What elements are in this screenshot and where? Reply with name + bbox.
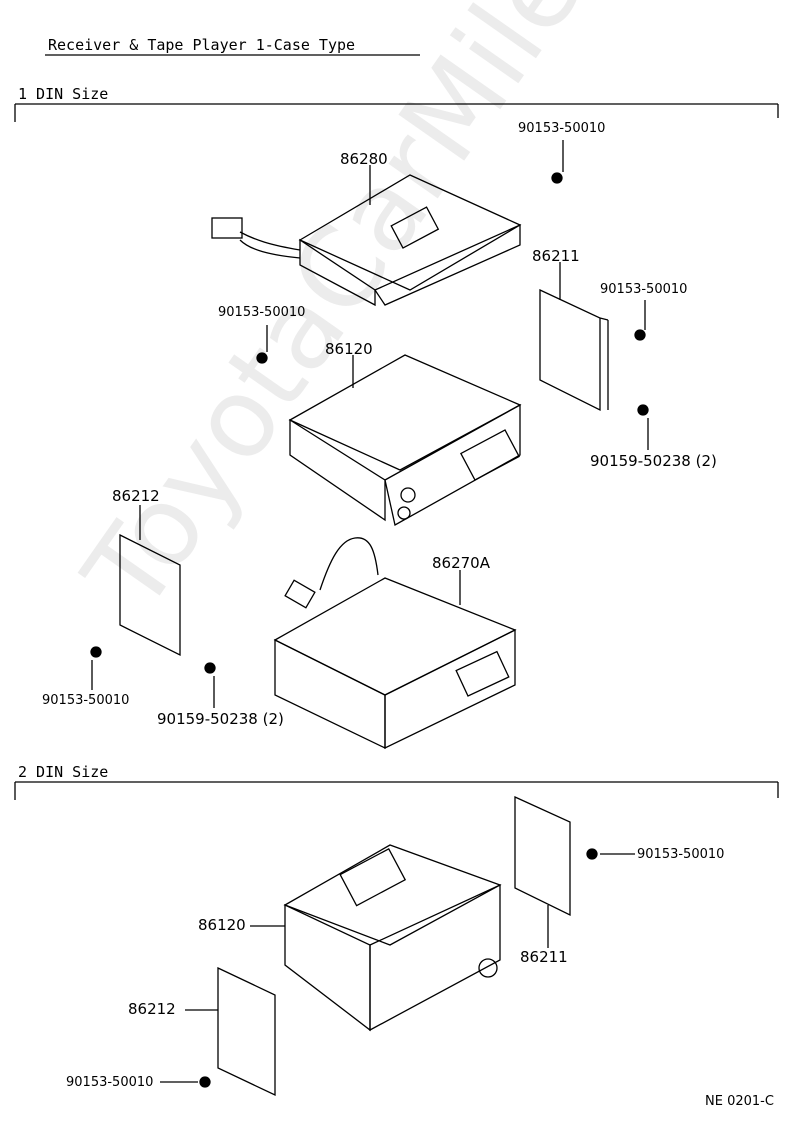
tuner-unit-86120-upper	[288, 354, 522, 526]
bracket-86212-upper	[119, 505, 181, 657]
part-label-90159-right: 90159-50238 (2)	[590, 452, 717, 470]
bracket-86211-lower	[514, 795, 571, 948]
amplifier-unit-86280	[211, 165, 522, 307]
part-label-90153-left: 90153-50010	[218, 305, 306, 320]
part-label-86212-lower: 86212	[128, 1000, 176, 1018]
part-label-86270a: 86270A	[432, 554, 490, 572]
bracket-86211-upper	[539, 262, 609, 412]
leader-lines	[91, 140, 649, 1083]
part-label-86211-lower: 86211	[520, 948, 568, 966]
part-label-86120-lower: 86120	[198, 916, 246, 934]
tape-player-86270a	[273, 537, 517, 750]
section-din1-label: 1 DIN Size	[18, 85, 109, 103]
page-title: Receiver & Tape Player 1-Case Type	[48, 36, 356, 54]
bracket-86212-lower	[185, 966, 276, 1097]
part-label-86212-upper: 86212	[112, 487, 160, 505]
part-label-90153-din2-left: 90153-50010	[66, 1075, 154, 1090]
part-label-86211-upper: 86211	[532, 247, 580, 265]
part-label-90153-lowerleft: 90153-50010	[42, 693, 130, 708]
part-label-86280: 86280	[340, 150, 388, 168]
tuner-unit-86120-lower	[250, 844, 502, 1032]
footer-code: NE 0201-C	[705, 1094, 774, 1109]
part-label-90159-left: 90159-50238 (2)	[157, 710, 284, 728]
din1-bracket	[14, 103, 779, 122]
din2-bracket	[14, 781, 779, 800]
part-label-90153-top: 90153-50010	[518, 121, 606, 136]
part-label-90153-right: 90153-50010	[600, 282, 688, 297]
part-label-86120-upper: 86120	[325, 340, 373, 358]
screw-icons	[90, 172, 649, 1088]
part-label-90153-din2-right: 90153-50010	[637, 847, 725, 862]
section-din2-label: 2 DIN Size	[18, 763, 109, 781]
